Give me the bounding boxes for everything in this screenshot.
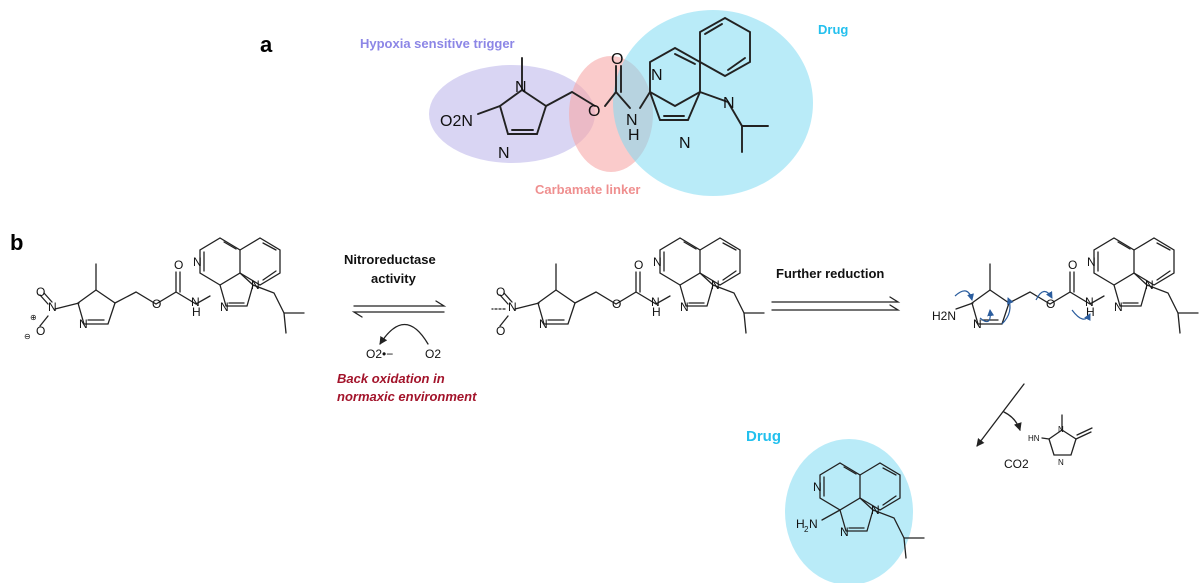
svg-text:O: O bbox=[496, 285, 505, 299]
drug-region bbox=[613, 10, 813, 196]
forward-arrow-2b bbox=[771, 304, 901, 311]
prodrug-structure-a: N N O O N H O2N N N N bbox=[440, 16, 769, 162]
svg-text:N: N bbox=[679, 135, 691, 152]
svg-text:N: N bbox=[1058, 425, 1064, 434]
back-oxidation-line1: Back oxidation in bbox=[337, 371, 445, 386]
svg-text:N: N bbox=[723, 95, 735, 112]
forward-arrow-2a bbox=[771, 296, 901, 303]
svg-text:O: O bbox=[588, 103, 600, 120]
imine-label: HN bbox=[1028, 434, 1040, 443]
charge-plus: ⊕ bbox=[30, 313, 37, 322]
release-curve bbox=[1003, 411, 1022, 431]
step1-label-line2: activity bbox=[371, 271, 417, 286]
intermediate-structure bbox=[537, 257, 671, 332]
panel-a-label: a bbox=[260, 32, 273, 57]
step2-label: Further reduction bbox=[776, 266, 884, 281]
linker-region-label: Carbamate linker bbox=[535, 182, 641, 197]
prodrug-structure-b bbox=[77, 257, 211, 332]
svg-text:N: N bbox=[809, 517, 818, 531]
back-oxidation-line2: normaxic environment bbox=[337, 389, 477, 404]
release-arrow bbox=[976, 383, 1025, 447]
nitro-label: O2N bbox=[440, 113, 473, 130]
reverse-arrow-1 bbox=[351, 311, 445, 318]
svg-text:2: 2 bbox=[804, 525, 809, 534]
superoxide-label: O2•− bbox=[366, 347, 393, 361]
svg-text:O: O bbox=[611, 51, 623, 68]
charge-minus: ⊖ bbox=[24, 332, 31, 341]
svg-text:H: H bbox=[796, 517, 805, 531]
svg-text:O: O bbox=[36, 324, 45, 338]
co2-label: CO2 bbox=[1004, 457, 1029, 471]
trigger-region-label: Hypoxia sensitive trigger bbox=[360, 36, 515, 51]
svg-text:O: O bbox=[36, 285, 45, 299]
amine-intermediate-structure bbox=[971, 257, 1105, 332]
nitro-n-left: N bbox=[48, 300, 57, 314]
step1-label-line1: Nitroreductase bbox=[344, 252, 436, 267]
released-drug-label: Drug bbox=[746, 428, 781, 445]
oxygen-label: O2 bbox=[425, 347, 441, 361]
svg-text:N: N bbox=[1058, 458, 1064, 467]
svg-text:H: H bbox=[628, 127, 640, 144]
svg-text:N: N bbox=[626, 112, 638, 129]
svg-text:N: N bbox=[651, 67, 663, 84]
forward-arrow-1 bbox=[353, 300, 447, 307]
svg-text:N: N bbox=[498, 145, 510, 162]
amine-label: H2N bbox=[932, 309, 956, 323]
svg-text:N: N bbox=[515, 79, 527, 96]
svg-text:N: N bbox=[508, 300, 517, 314]
trigger-region bbox=[429, 65, 595, 163]
released-drug-region bbox=[785, 439, 913, 583]
oxygen-curved-arrow bbox=[379, 324, 429, 345]
drug-region-label: Drug bbox=[818, 22, 848, 37]
svg-text:O: O bbox=[496, 324, 505, 338]
panel-b-label: b bbox=[10, 230, 23, 255]
byproduct-structure: HN N N bbox=[1028, 414, 1093, 467]
